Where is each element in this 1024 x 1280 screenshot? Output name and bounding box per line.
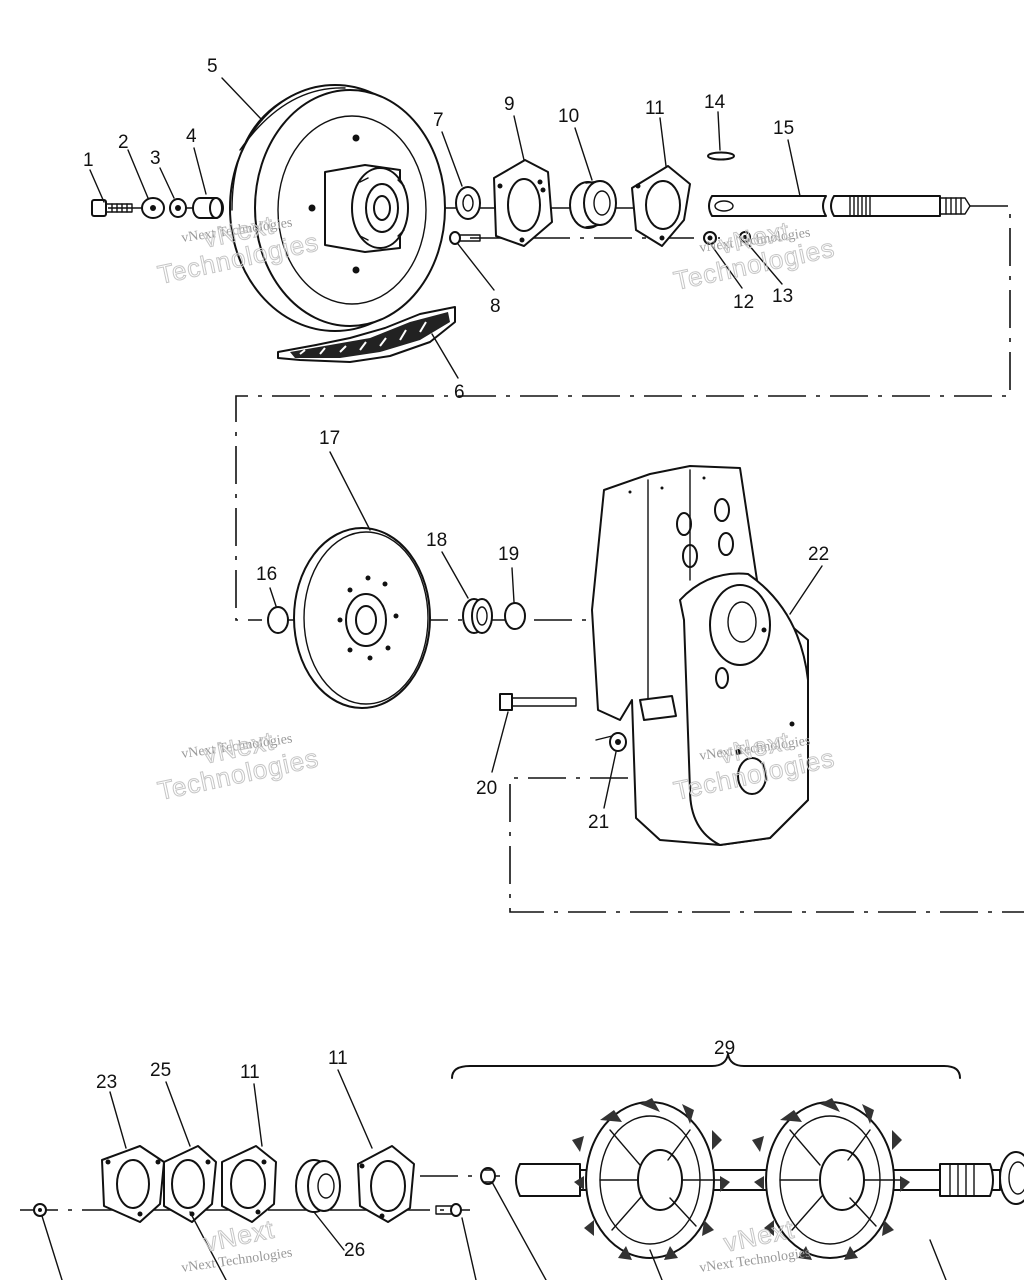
connector-line-middle xyxy=(509,777,1024,913)
part-21-nut xyxy=(595,732,627,752)
part-10-bearing xyxy=(569,180,617,229)
part-23-bearing-flange xyxy=(101,1145,165,1223)
callout-18: 18 xyxy=(426,530,447,551)
part-1-bolt xyxy=(91,199,133,217)
part-29-brace xyxy=(451,1053,961,1079)
part-25-gasket xyxy=(163,1145,217,1223)
part-6-drive-belt xyxy=(277,306,456,363)
callout-1: 1 xyxy=(83,150,94,171)
callout-20: 20 xyxy=(476,778,497,799)
part-20-long-bolt xyxy=(499,693,577,711)
connector-line-upper xyxy=(235,205,1011,621)
watermark-2-outline: vNext Technologies xyxy=(671,215,838,296)
callout-11-lower-a: 11 xyxy=(240,1062,260,1083)
callout-6: 6 xyxy=(454,382,465,403)
callout-16: 16 xyxy=(256,564,277,585)
part-3-lock-washer xyxy=(169,198,187,218)
part-axle-bolt xyxy=(480,1167,496,1185)
part-11-flange-plate xyxy=(631,165,691,247)
callout-25: 25 xyxy=(150,1060,171,1081)
part-small-bolt xyxy=(435,1203,462,1217)
callout-8: 8 xyxy=(490,296,501,317)
callout-29: 29 xyxy=(714,1038,735,1059)
part-26-bearing xyxy=(295,1159,341,1213)
callout-10: 10 xyxy=(558,106,579,127)
part-9-bearing-flange xyxy=(493,159,553,247)
callout-labels: 1 2 3 4 5 6 7 8 9 10 11 12 13 14 15 16 1… xyxy=(83,56,829,1261)
part-8-bolt xyxy=(449,231,481,245)
part-4-spacer xyxy=(192,197,224,219)
part-11-flange-plate-lower-b xyxy=(357,1145,415,1223)
part-29-drive-axle xyxy=(515,1098,1001,1260)
part-nut-left xyxy=(33,1203,47,1217)
part-11-flange-plate-lower-a xyxy=(221,1145,277,1223)
part-16-o-ring xyxy=(267,606,289,634)
part-19-o-ring xyxy=(504,602,526,630)
callout-5: 5 xyxy=(207,56,218,77)
callout-9: 9 xyxy=(504,94,515,115)
part-15-driven-shaft xyxy=(708,195,971,217)
callout-11-lower-b: 11 xyxy=(328,1048,348,1069)
callout-7: 7 xyxy=(433,110,444,131)
part-right-bearing xyxy=(999,1151,1024,1205)
callout-17: 17 xyxy=(319,428,340,449)
callout-4: 4 xyxy=(186,126,197,147)
callout-3: 3 xyxy=(150,148,161,169)
callout-23: 23 xyxy=(96,1072,117,1093)
callout-14: 14 xyxy=(704,92,726,113)
callout-11-upper: 11 xyxy=(645,98,665,119)
part-18-bearing xyxy=(462,598,493,634)
part-17-brake-disc xyxy=(293,527,431,709)
watermark-3-outline: vNext Technologies xyxy=(155,725,322,806)
part-13-lock-washer xyxy=(739,231,751,243)
part-7-washer xyxy=(455,186,481,220)
part-14-key xyxy=(707,151,735,161)
callout-2: 2 xyxy=(118,132,129,153)
callout-19: 19 xyxy=(498,544,519,565)
part-2-washer xyxy=(141,197,165,219)
callout-15: 15 xyxy=(773,118,794,139)
callout-13: 13 xyxy=(772,286,793,307)
part-5-driven-pulley xyxy=(229,84,446,332)
callout-12: 12 xyxy=(733,292,754,313)
part-22-chaincase xyxy=(591,465,809,846)
part-12-nut xyxy=(703,231,717,245)
callout-21: 21 xyxy=(588,812,609,833)
leader-lines xyxy=(41,77,947,1280)
callout-22: 22 xyxy=(808,544,829,565)
callout-26: 26 xyxy=(344,1240,365,1261)
